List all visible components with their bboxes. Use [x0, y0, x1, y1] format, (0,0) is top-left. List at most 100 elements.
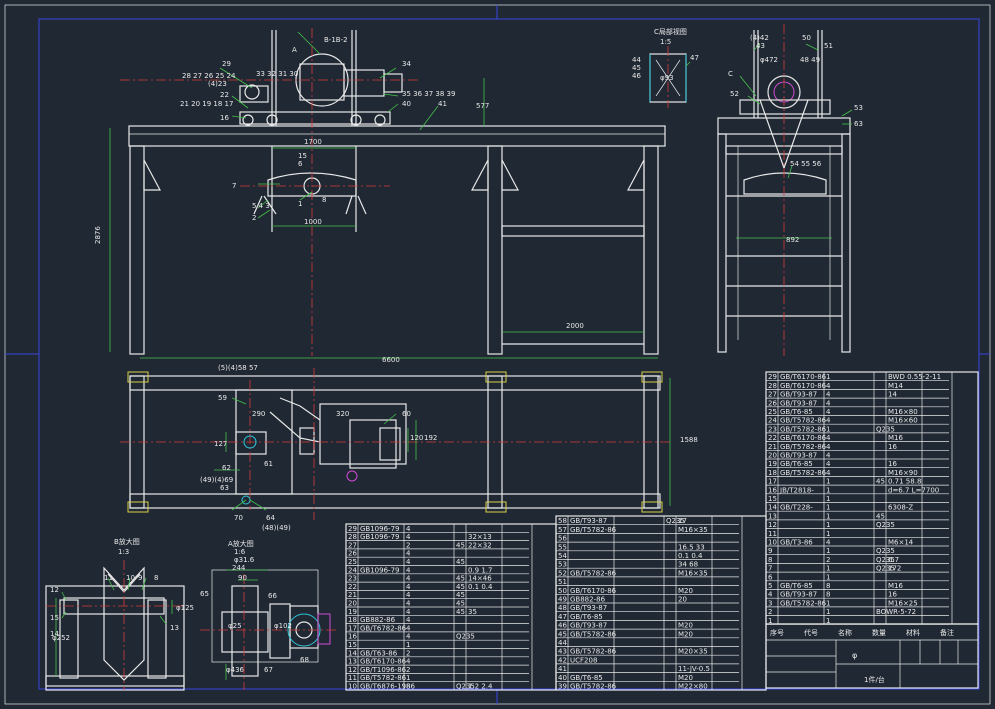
table-cell: 18 [348, 616, 357, 624]
table-cell: GB/T6-85 [780, 582, 813, 590]
table-cell: GB/T6170-86 [780, 434, 827, 442]
front-mid-label: 6 [298, 160, 303, 168]
table-cell: 45 [456, 591, 465, 599]
section-b-label: 12 [50, 586, 59, 594]
table-cell: 4 [826, 399, 831, 407]
front-top-label: B-1B-2 [324, 36, 348, 44]
table-cell: 2 [406, 649, 410, 657]
table-cell: GB/T93-87 [780, 391, 817, 399]
table-cell: GB/T63-86 [360, 649, 398, 657]
table-cell: 21 [348, 591, 357, 599]
table-cell: 4 [406, 558, 411, 566]
table-cell: 45 [876, 478, 885, 486]
table-cell: 23 [768, 425, 777, 433]
front-top-label: 16 [220, 114, 229, 122]
table-cell: 20 [768, 452, 777, 460]
table-cell: M14 [888, 382, 903, 390]
table-cell: 45 [558, 630, 567, 638]
table-cell: 49 [558, 596, 567, 604]
table-cell: 29 [348, 525, 357, 533]
detail-c-label: 45 [632, 64, 641, 72]
table-cell: 16 [888, 443, 897, 451]
detail-a-scale: 1:6 [234, 548, 246, 556]
title-block-header: 数量 [872, 628, 886, 637]
table-cell: 25 [348, 558, 357, 566]
table-cell: 17 [348, 624, 357, 632]
table-cell: 0.1 0.4 [468, 583, 493, 591]
table-cell: GB882-86 [570, 596, 606, 604]
table-cell: Q235 [876, 521, 895, 529]
front-top-label: 35 36 37 38 39 [402, 90, 455, 98]
table-cell: 1 [768, 617, 772, 625]
front-top-label: 22 [220, 91, 229, 99]
table-cell: 7 [768, 565, 772, 573]
table-cell: 8 [826, 582, 830, 590]
title-block-header: 序号 [770, 628, 784, 637]
section-b-label: φ125 [176, 604, 194, 612]
front-dims-label: 2876 [94, 226, 102, 244]
table-cell: M16 [888, 434, 903, 442]
table-cell: M20 [678, 587, 693, 595]
table-cell: GB882-86 [360, 616, 396, 624]
table-cell: 40 [558, 674, 567, 682]
front-view [109, 28, 666, 359]
table-cell: GB/T5782-86 [570, 648, 617, 656]
table-cell: 4 [406, 608, 411, 616]
table-cell: M20 [678, 622, 693, 630]
front-top-label: 41 [438, 100, 447, 108]
table-cell: M16×25 [888, 599, 918, 607]
table-cell: GB/T1096-86 [360, 666, 407, 674]
table-cell: 1.2 2.4 [468, 683, 493, 691]
table-cell: GB/T3-86 [780, 539, 813, 547]
table-cell: 8 [826, 591, 830, 599]
front-mid-label: 1 [298, 200, 302, 208]
front-top-label: 33 32 31 30 [256, 70, 298, 78]
detail-c-label: 46 [632, 72, 641, 80]
table-cell: 16 [888, 460, 897, 468]
plan-label: 290 [252, 410, 265, 418]
table-cell: Q235 [876, 565, 895, 573]
table-cell: GB1096-79 [360, 525, 399, 533]
sheet-count: 1件/台 [864, 675, 885, 684]
table-cell: 52 [558, 569, 567, 577]
table-cell: 1 [826, 573, 830, 581]
section-b-label: 9 [138, 574, 142, 582]
side-label: 52 [730, 90, 739, 98]
front-top-label: A [292, 46, 297, 54]
section-b-label: φ252 [52, 634, 70, 642]
table-cell: Q235 [456, 633, 475, 641]
table-cell: 48 [558, 604, 567, 612]
table-cell: 2 [406, 666, 410, 674]
table-cell: 1 [826, 504, 830, 512]
table-cell: 46 [558, 622, 567, 630]
table-cell: GB/T5782-86 [780, 425, 827, 433]
table-cell: 16.5 33 [678, 543, 705, 551]
table-cell: 29 [768, 373, 777, 381]
table-cell: 45 [456, 600, 465, 608]
table-cell: 41 [558, 665, 567, 673]
front-top-label: 577 [476, 102, 489, 110]
table-cell: 22 [768, 434, 777, 442]
table-cell: 45 [456, 608, 465, 616]
table-cell: 4 [406, 616, 411, 624]
table-cell: 1 [826, 521, 830, 529]
table-cell: 14×46 [468, 575, 492, 583]
table-cell: GB/T6-85 [780, 408, 813, 416]
table-cell: 1 [826, 495, 830, 503]
table-cell: GB/T6-85 [780, 460, 813, 468]
table-cell: 1 [826, 530, 830, 538]
table-cell: 4 [826, 452, 831, 460]
table-cell: BWD 0.55-2-11 [888, 373, 941, 381]
table-cell: 27 [348, 541, 357, 549]
table-cell: d=6.7 L=7700 [888, 486, 939, 494]
table-cell: GB/T5782-86 [570, 630, 617, 638]
detail-a [200, 569, 336, 690]
table-cell: GB/T6170-86 [360, 658, 407, 666]
table-cell: 45 [456, 541, 465, 549]
table-cell: 13 [348, 658, 357, 666]
detail-a-dim: 244 [232, 564, 246, 572]
table-cell: 1 [826, 617, 830, 625]
detail-a-part: 65 [200, 590, 209, 598]
